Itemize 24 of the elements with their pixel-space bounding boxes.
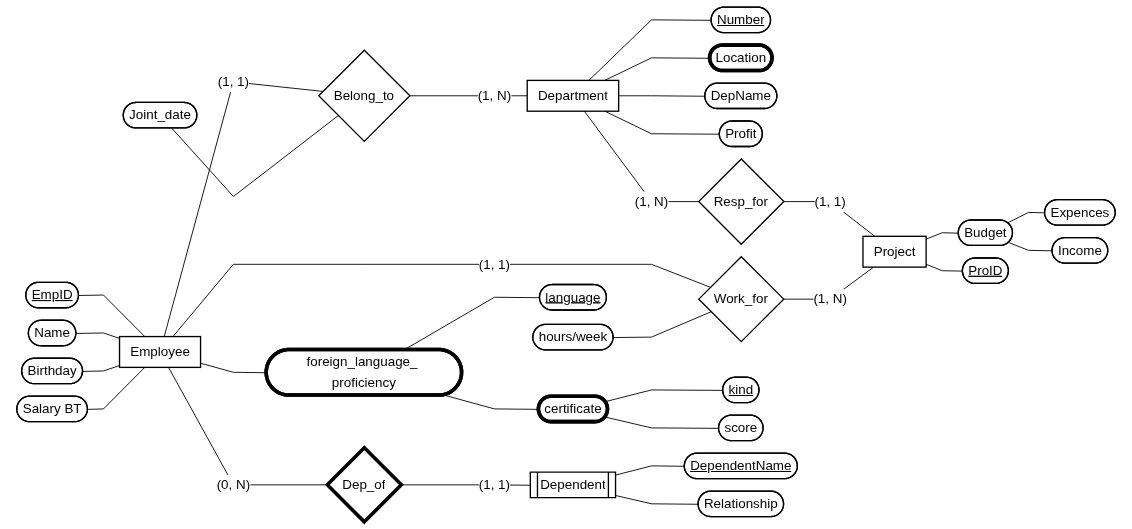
edge-label: (1, 1) [478,256,511,272]
edge-label: (1, N) [634,193,669,209]
connector [82,365,120,372]
connector [172,263,711,337]
node-diamond: Dep_of [324,445,404,525]
connector [613,311,712,338]
node-box: Department [526,79,620,112]
connector [1008,242,1053,252]
node-box: Employee [118,335,202,369]
edge-label: (1, 1) [478,476,511,492]
edge-label: (0, N) [216,476,251,492]
edge-label: (1, N) [813,290,847,307]
node-diamond: Resp_for [697,158,785,246]
connector [75,332,120,339]
edge-label: (1, N) [477,87,512,103]
edge-label: (1, 1) [814,193,846,209]
connector [78,294,146,337]
connector [87,366,146,410]
node-diamond: Belong_to [317,49,411,143]
connector [171,115,339,197]
node-box: Project [862,235,927,268]
edge-label: (1, 1) [217,73,250,89]
connector [615,495,699,505]
node-diamond: Work_for [697,255,785,343]
